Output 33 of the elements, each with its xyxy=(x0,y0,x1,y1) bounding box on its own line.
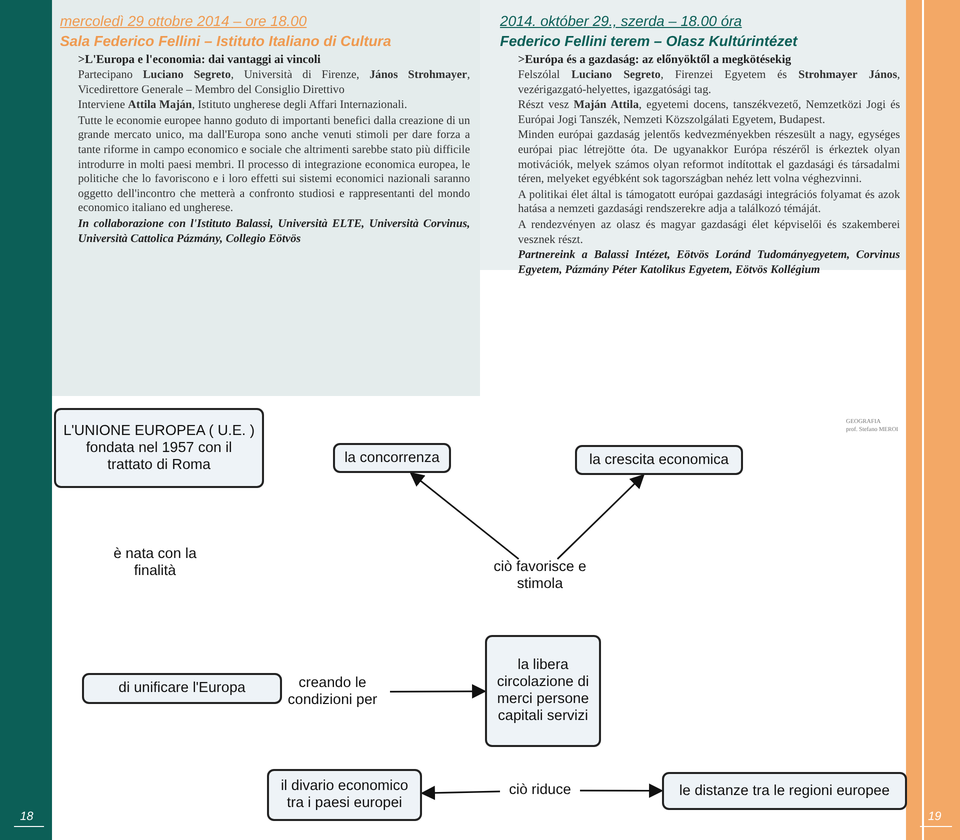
arrow xyxy=(410,472,520,560)
concept-box: le distanze tra le regioni europee xyxy=(662,772,907,810)
speaker-text: Részt vesz Maján Attila, egyetemi docens, tanszékvezető, Nemzetközi Jogi és Európai Jogi Tanszék, Nemzeti Közszolgálati Egyetem, Budapest. xyxy=(518,98,900,128)
description-paragraph: Tutte le economie europee hanno goduto di importanti benefici dalla creazione di un grande mercato unico, ma dall'Europa sono anche venuti stimoli per dare forza a tante riforme in campo economico e sociale che altrimenti sarebbe stato più difficile introdurre in molti paesi membri. Il processo di integrazione economica europea, le politiche che lo favoriscono e i loro effetti sui sistemi economici nazionali saranno oggetto dell'incontro che metterà a confronto studiosi e rappresentanti del mondo economico italiano ed ungherese. xyxy=(78,114,470,216)
description-paragraph: A politikai élet által is támogatott európai gazdasági integrációs folyamat és azok hatása a nemzeti gazdasági rendszerekre adja a találkozó témáját. xyxy=(518,188,900,217)
participants-text: Felszólal Luciano Segreto, Firenzei Egyetem és Strohmayer János, vezérigazgató-helyettes, igazgatósági tag. xyxy=(518,68,900,98)
arrow xyxy=(390,684,486,699)
partners-text: Partnereink a Balassi Intézet, Eötvös Loránd Tudományegyetem, Corvinus Egyetem, Pázmány Péter Katolikus Egyetem, Eötvös Kollégium xyxy=(518,248,900,278)
concept-box: la libera circolazione di merci persone capitali servizi xyxy=(485,635,601,747)
date-heading: 2014. október 29., szerda – 18.00 óra xyxy=(500,14,742,30)
description-paragraph: Minden európai gazdaság jelentős kedvezményekben részesült a nagy, egységes európai piac létrejötte óta. De ugyanakkor Európa részéről is érkeztek olyan motivációk, melyek számos olyan reformot indítottak el gazdasági és társadalmi téren, melyeket egyébként sok tagországban nehéz lett volna véghezvinni. xyxy=(518,128,900,187)
linking-phrase: ciò riduce xyxy=(500,782,580,799)
venue-heading: Federico Fellini terem – Olasz Kultúrintézet xyxy=(500,34,798,50)
concept-box: la concorrenza xyxy=(333,443,451,473)
partners-text: In collaborazione con l'Istituto Balassi, Università ELTE, Università Corvinus, Università Cattolica Pázmány, Collegio Eötvös xyxy=(78,216,470,246)
linking-phrase: ciò favorisce e stimola xyxy=(480,559,600,593)
participants-text: Partecipano Luciano Segreto, Università di Firenze, János Strohmayer, Vicedirettore Generale – Membro del Consiglio Direttivo xyxy=(78,68,470,98)
concept-box: L'UNIONE EUROPEA ( U.E. ) fondata nel 1957 con il trattato di Roma xyxy=(54,408,264,488)
speaker-text: Interviene Attila Maján, Istituto ungherese degli Affari Internazionali. xyxy=(78,98,408,113)
arrow xyxy=(580,784,664,798)
page-number: 18 xyxy=(20,809,34,823)
page-number: 19 xyxy=(928,809,942,823)
venue-heading: Sala Federico Fellini – Istituto Italiano di Cultura xyxy=(60,34,392,50)
concept-box: di unificare l'Europa xyxy=(82,673,282,704)
talk-title: >L'Europa e l'economia: dai vantaggi ai vincoli xyxy=(78,52,321,67)
concept-box: il divario economico tra i paesi europei xyxy=(267,769,422,821)
arrow xyxy=(556,474,645,560)
talk-title: >Európa és a gazdaság: az előnyöktől a megkötésekig xyxy=(518,52,792,67)
concept-box: la crescita economica xyxy=(575,445,743,475)
description-paragraph: A rendezvényen az olasz és magyar gazdasági élet képviselői és szakemberei vesznek részt. xyxy=(518,218,900,248)
arrow xyxy=(420,786,500,800)
linking-phrase: è nata con la finalità xyxy=(95,546,215,580)
date-heading: mercoledì 29 ottobre 2014 – ore 18.00 xyxy=(60,14,307,30)
